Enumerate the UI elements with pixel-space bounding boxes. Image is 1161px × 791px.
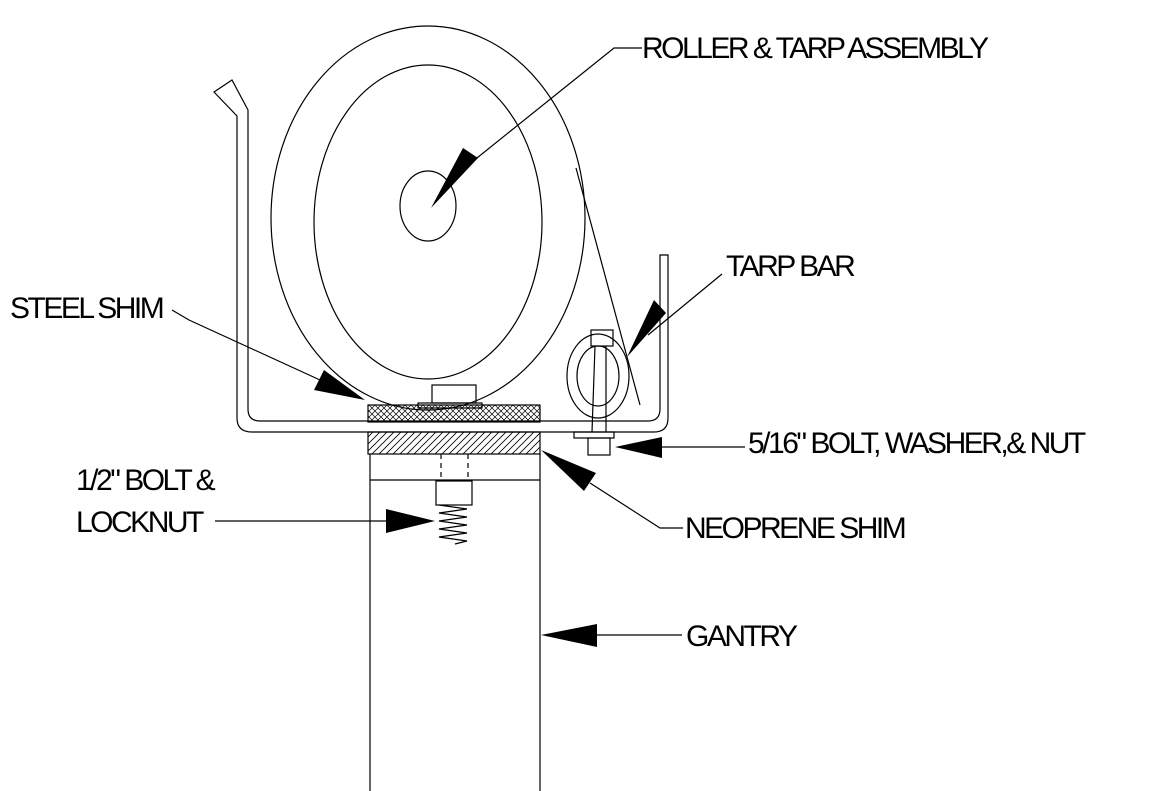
label-neoprene-shim: NEOPRENE SHIM (685, 512, 905, 545)
roller-outer (270, 25, 586, 411)
arrow-bolt-516 (615, 437, 662, 458)
tarp-bar-inner (576, 345, 620, 407)
roller-hub (399, 170, 457, 242)
label-tarp-bar: TARP BAR (726, 250, 855, 283)
label-roller-tarp-assembly: ROLLER & TARP ASSEMBLY (642, 32, 989, 65)
label-bolt-516: 5/16" BOLT, WASHER,& NUT (748, 427, 1086, 460)
arrow-tarp-bar (627, 300, 666, 357)
arrow-neoprene (541, 450, 596, 491)
mount-bracket (213, 79, 669, 433)
arrow-gantry (541, 624, 597, 647)
leader-neoprene (589, 482, 683, 529)
arrow-roller (431, 148, 478, 208)
label-half-bolt-line1: 1/2" BOLT & (76, 464, 216, 497)
leader-roller (461, 47, 642, 171)
arrow-half-bolt (386, 509, 435, 533)
roller-inner (313, 64, 543, 380)
locknut (435, 480, 473, 506)
leader-steel-shim (171, 309, 321, 381)
shim-bolt-head (431, 384, 477, 404)
tarp-line (575, 167, 641, 406)
label-steel-shim: STEEL SHIM (10, 292, 163, 325)
tarp-bar-outer (566, 333, 630, 419)
tarp-bar-bolt-head (590, 329, 614, 347)
nut-516 (587, 437, 611, 456)
label-half-bolt-line2: LOCKNUT (76, 506, 204, 539)
leader-tarp-bar (647, 273, 723, 336)
label-gantry: GANTRY (686, 620, 798, 653)
washer-516 (573, 431, 615, 439)
neoprene-shim (367, 431, 541, 455)
steel-shim (367, 404, 541, 423)
tarp-bar-shank-left (591, 345, 596, 433)
half-bolt-thread (438, 504, 468, 545)
arrow-steel-shim (314, 370, 365, 400)
